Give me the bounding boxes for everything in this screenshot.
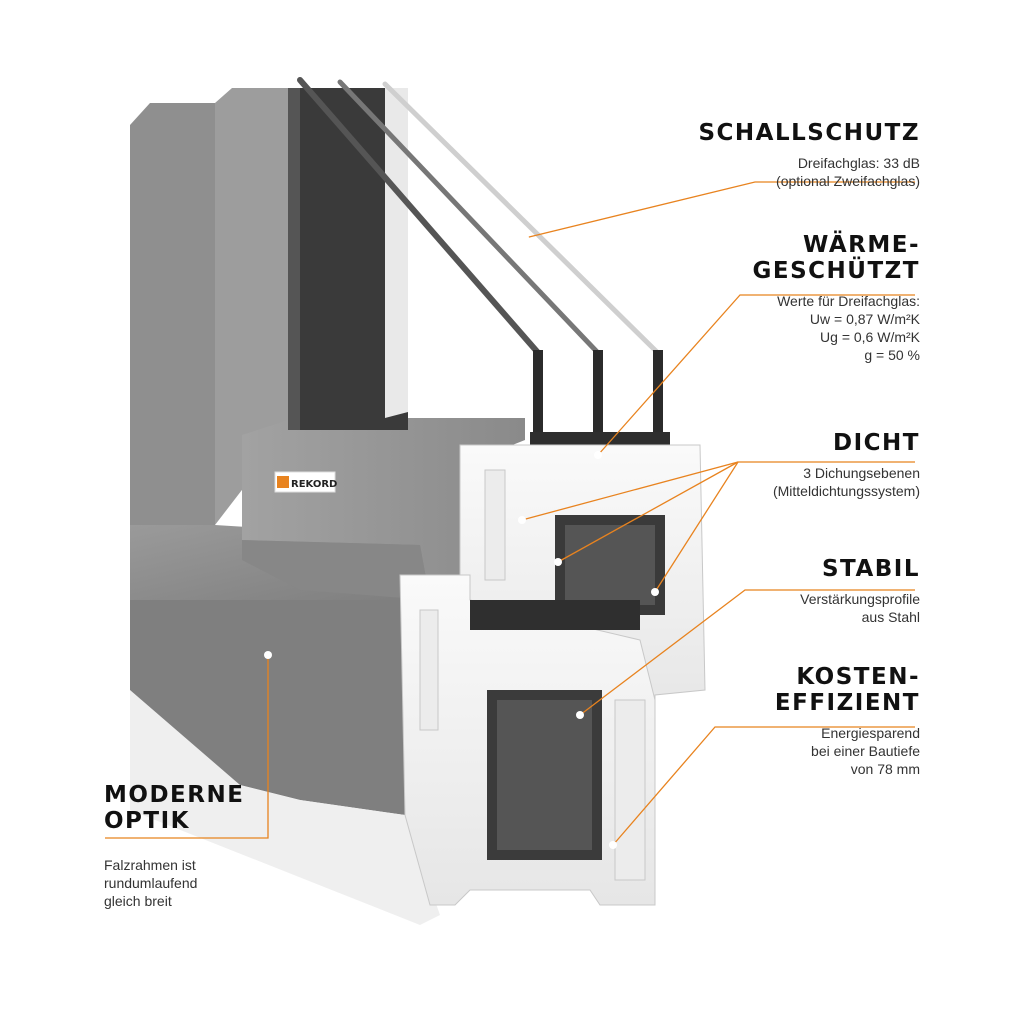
- callout-stabil: [579, 589, 915, 716]
- feature-title: DICHT: [833, 430, 920, 456]
- feature-desc: 3 Dichungsebenen (Mitteldichtungssystem): [772, 465, 920, 499]
- feature-desc: Energiesparend bei einer Bautiefe von 78…: [811, 725, 920, 777]
- feature-title: WÄRME- GESCHÜTZT: [752, 232, 920, 284]
- feature-dicht: DICHT 3 Dichungsebenen (Mitteldichtungss…: [773, 430, 920, 500]
- callout-dicht-2: [557, 461, 739, 563]
- callout-lines: [105, 181, 915, 846]
- feature-desc: Falzrahmen ist rundumlaufend gleich brei…: [104, 857, 198, 909]
- frame-outer: [130, 88, 470, 925]
- callout-optik: [105, 655, 269, 839]
- callout-waerme: [597, 294, 915, 456]
- feature-title: KOSTEN- EFFIZIENT: [774, 664, 920, 716]
- feature-desc: Verstärkungsprofile aus Stahl: [800, 591, 920, 625]
- feature-waermegeschuetzt: WÄRME- GESCHÜTZT Werte für Dreifachglas:…: [752, 232, 920, 364]
- feature-desc: Dreifachglas: 33 dB (optional Zweifachgl…: [776, 155, 920, 189]
- feature-kosteneffizient: KOSTEN- EFFIZIENT Energiesparend bei ein…: [775, 664, 920, 778]
- feature-title: SCHALLSCHUTZ: [698, 120, 920, 146]
- feature-schallschutz: SCHALLSCHUTZ Dreifachglas: 33 dB (option…: [698, 120, 920, 190]
- callout-kosten: [612, 726, 915, 846]
- svg-text:REKORD: REKORD: [291, 479, 337, 490]
- feature-title: MODERNE OPTIK: [104, 782, 245, 834]
- feature-moderne-optik: MODERNE OPTIK Falzrahmen ist rundumlaufe…: [104, 782, 244, 910]
- callout-schallschutz: [524, 181, 915, 239]
- callout-dicht-1: [521, 461, 739, 521]
- rekord-logo: REKORD: [274, 471, 337, 493]
- feature-stabil: STABIL Verstärkungsprofile aus Stahl: [800, 556, 920, 626]
- callout-dots: [264, 234, 659, 849]
- feature-title: STABIL: [821, 556, 920, 582]
- callout-dicht-3: [654, 461, 915, 593]
- sash: [242, 88, 525, 600]
- feature-desc: Werte für Dreifachglas: Uw = 0,87 W/m²K …: [777, 293, 920, 363]
